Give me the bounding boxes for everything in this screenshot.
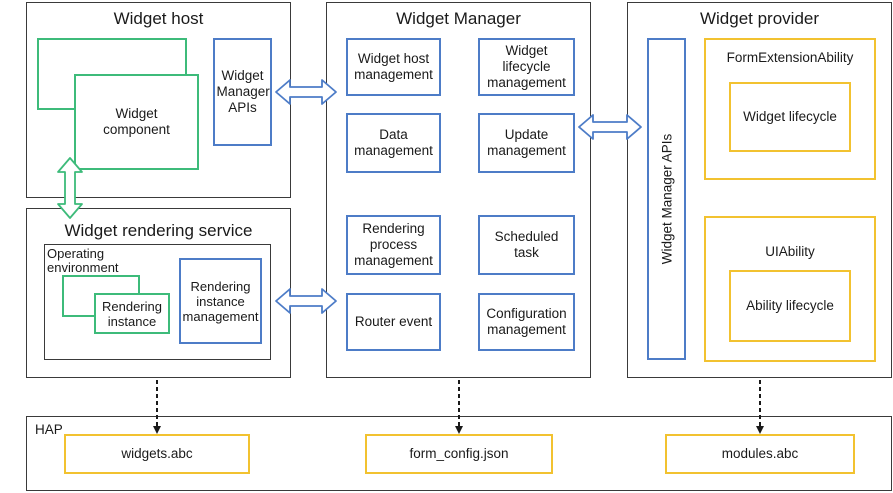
hap-label: HAP — [35, 422, 63, 437]
double-arrow-manager-provider — [578, 114, 642, 140]
form-extension-ability-title: FormExtensionAbility — [726, 50, 854, 65]
widget-manager-title: Widget Manager — [396, 9, 521, 28]
router-event: Router event — [346, 293, 441, 351]
ability-lifecycle-box: Ability lifecycle — [729, 270, 851, 342]
widget-component: Widget component — [74, 74, 199, 170]
widget-provider-title: Widget provider — [699, 9, 820, 28]
widget-lifecycle-box: Widget lifecycle — [729, 82, 851, 152]
widget-lifecycle-management: Widget lifecycle management — [478, 38, 575, 96]
operating-environment-label: Operating environment — [47, 246, 119, 275]
form-config-json-file: form_config.json — [365, 434, 553, 474]
widgets-abc-file: widgets.abc — [64, 434, 250, 474]
widget-host-management: Widget host management — [346, 38, 441, 96]
rendering-instance-management: Rendering instance management — [179, 258, 262, 344]
update-management: Update management — [478, 113, 575, 173]
scheduled-task: Scheduled task — [478, 215, 575, 275]
widget-host-manager-apis: Widget Manager APIs — [213, 38, 272, 146]
ui-ability-title: UIAbility — [765, 244, 815, 259]
rendering-process-management: Rendering process management — [346, 215, 441, 275]
double-arrow-host-rendering — [57, 157, 83, 219]
rendering-service-title: Widget rendering service — [64, 221, 253, 240]
double-arrow-rendering-manager — [275, 288, 337, 314]
widget-provider-manager-apis: Widget Manager APIs — [647, 38, 686, 360]
configuration-management: Configuration management — [478, 293, 575, 351]
data-management: Data management — [346, 113, 441, 173]
widget-host-title: Widget host — [113, 9, 204, 28]
rendering-instance: Rendering instance — [94, 293, 170, 334]
modules-abc-file: modules.abc — [665, 434, 855, 474]
double-arrow-host-manager — [275, 79, 337, 105]
